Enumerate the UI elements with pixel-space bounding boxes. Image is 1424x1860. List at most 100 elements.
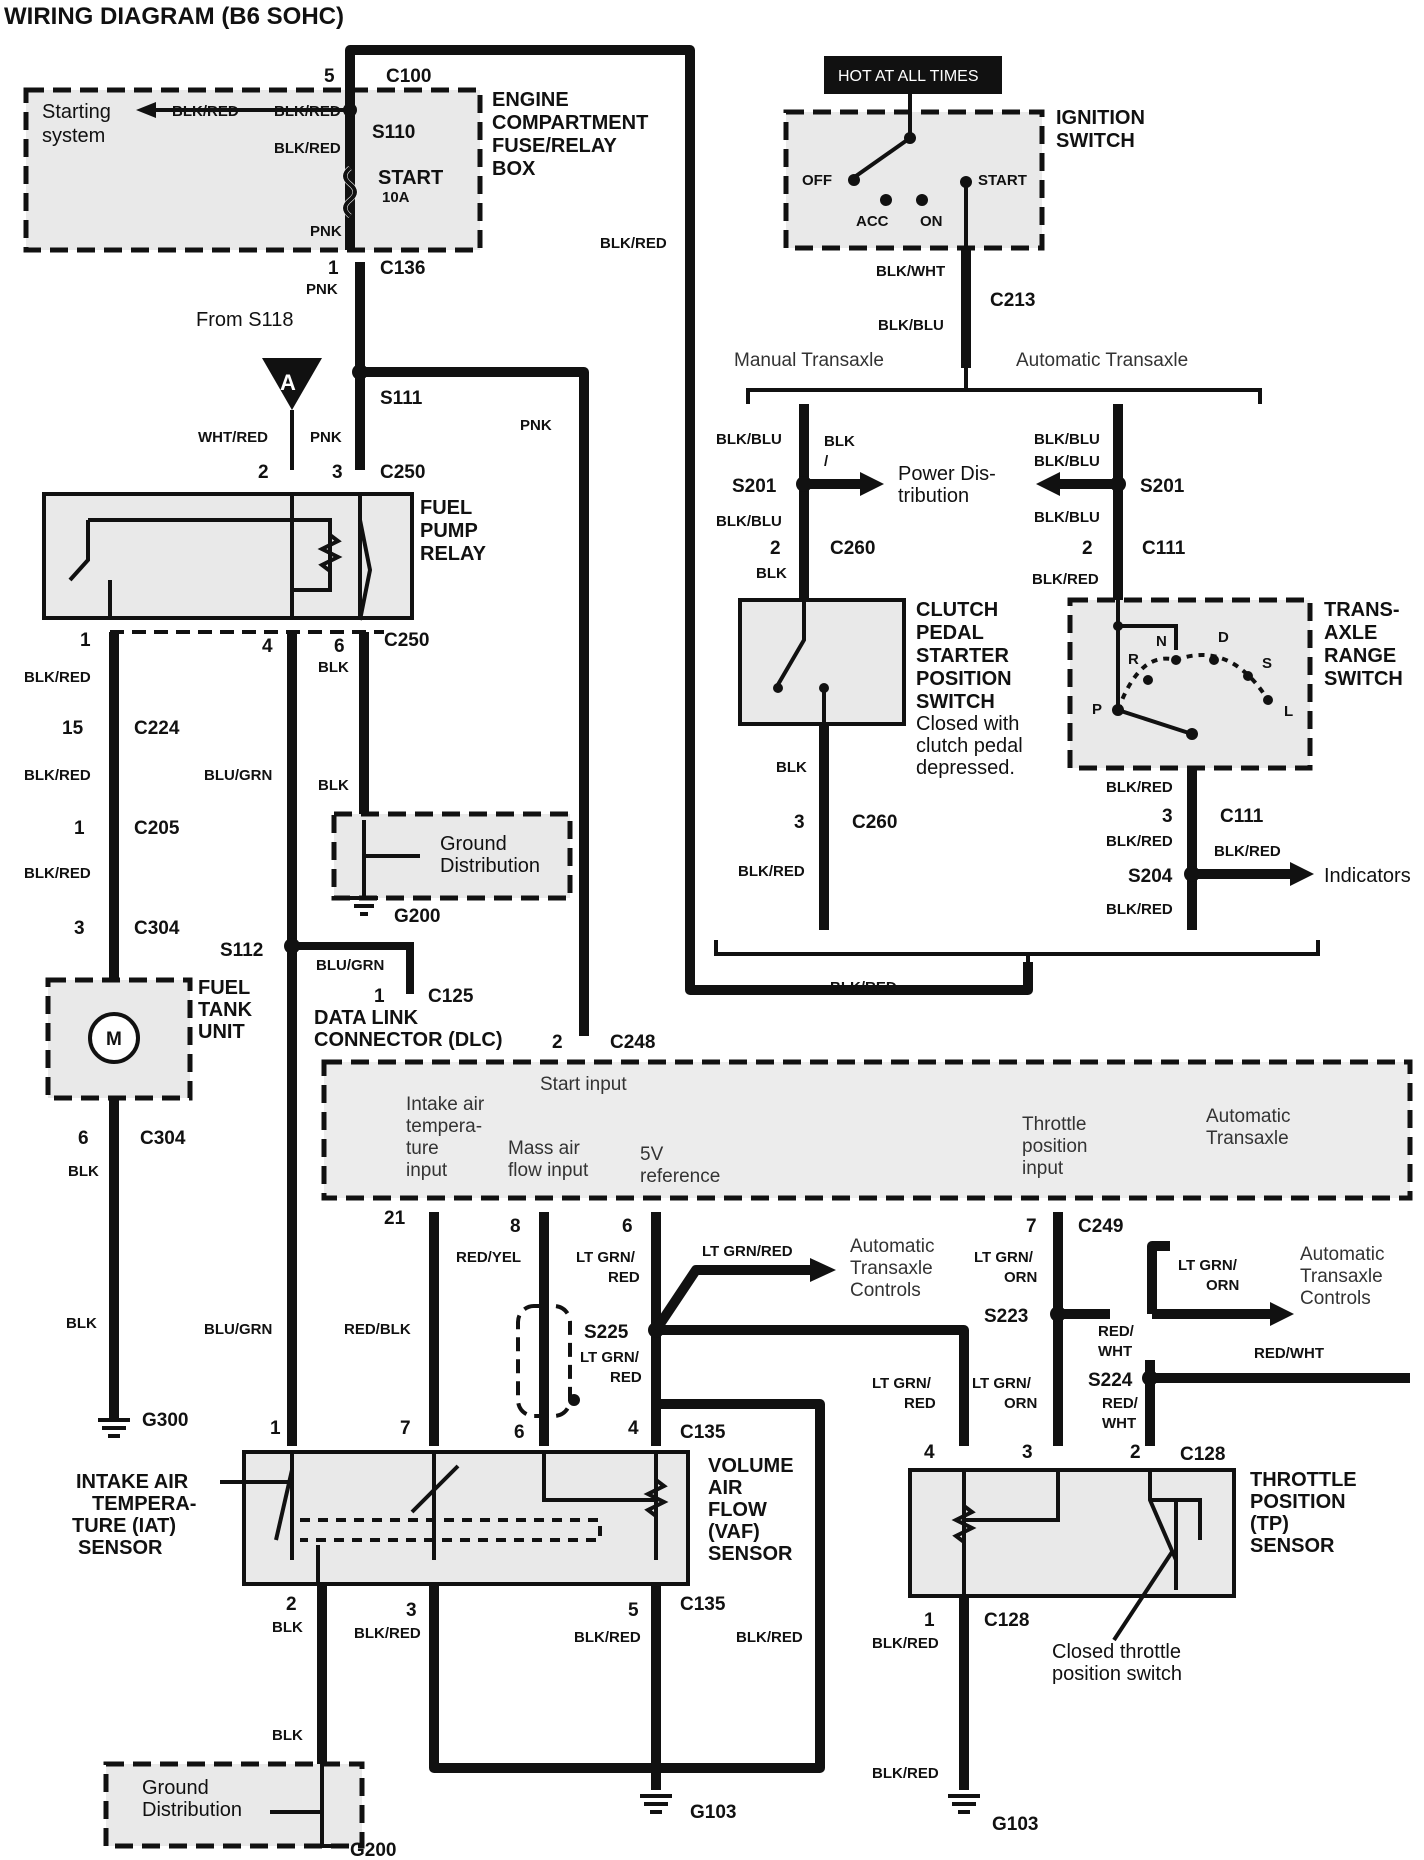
- wire-label-lt-grn: LT GRN/: [974, 1249, 1034, 1266]
- wire-label-blk-blu: BLK/BLU: [716, 431, 782, 448]
- wire-label-red: RED: [904, 1395, 936, 1412]
- range-terminal-out: [1186, 728, 1198, 740]
- tp-label-4: SENSOR: [1250, 1535, 1335, 1557]
- wire-label-blk-red: BLK/RED: [872, 1635, 939, 1652]
- ignition-contact: [854, 94, 912, 178]
- dlc-label: DATA LINK: [314, 1007, 419, 1029]
- wire-label-blk-red: BLK/RED: [600, 235, 667, 252]
- auto-controls-label-2: Transaxle: [850, 1258, 933, 1279]
- wire-label-lt-grn: LT GRN/: [972, 1375, 1032, 1392]
- ground-icon: [948, 1794, 980, 1814]
- clutch-switch-label-3: STARTER: [916, 645, 1010, 667]
- fuel-tank-label: FUEL: [198, 977, 250, 999]
- wire-label-blk: BLK: [318, 777, 349, 794]
- tp-label: THROTTLE: [1250, 1469, 1357, 1491]
- lt-grn-orn-auto-stub: [1147, 1241, 1170, 1314]
- ground-dist-wire: [362, 820, 420, 896]
- dlc-label-2: CONNECTOR (DLC): [314, 1029, 503, 1051]
- range-terminal-n: [1171, 655, 1181, 665]
- connector-c213: C213: [990, 290, 1035, 311]
- pin-label: 2: [770, 538, 781, 559]
- arrow-left-icon: [1036, 472, 1060, 496]
- pnk-c248-wire: [360, 367, 589, 1036]
- pin-label: 7: [1026, 1216, 1037, 1237]
- arrow-left-icon: [136, 102, 156, 118]
- pcm-auto-input: Automatic: [1206, 1106, 1290, 1127]
- automatic-transaxle-label: Automatic Transaxle: [1016, 350, 1188, 371]
- wire-label-blk-red: BLK/RED: [1106, 833, 1173, 850]
- connector-c100: C100: [386, 66, 431, 87]
- s201-label: S201: [1140, 476, 1185, 497]
- wire-label-lt-grn: LT GRN/: [576, 1249, 636, 1266]
- pin-label: 6: [622, 1216, 633, 1237]
- pcm-maf-input: Mass air: [508, 1138, 580, 1159]
- wire-label-blu-grn: BLU/GRN: [204, 1321, 272, 1338]
- pin-label: 1: [374, 986, 385, 1007]
- clutch-note-2: clutch pedal: [916, 735, 1023, 757]
- wire-label-blk-red: BLK/RED: [24, 669, 91, 686]
- connector-c205: C205: [134, 818, 180, 839]
- wire-label-blk: BLK: [776, 759, 807, 776]
- fuel-tank-label-2: TANK: [198, 999, 253, 1021]
- connector-c128: C128: [984, 1610, 1029, 1631]
- s111-label: S111: [380, 388, 423, 409]
- wire-label-blk: BLK: [68, 1163, 99, 1180]
- switch-off-label: OFF: [802, 172, 832, 189]
- fuel-pump-relay: FUEL PUMP RELAY: [42, 492, 487, 621]
- iat-label-3: TURE (IAT): [72, 1515, 176, 1537]
- wire-label-blk-red: BLK/RED: [274, 103, 341, 120]
- pcm-tp-input-3: input: [1022, 1158, 1064, 1179]
- wire-label-blk-red: BLK/RED: [274, 140, 341, 157]
- connector-c304: C304: [140, 1128, 186, 1149]
- pin-label: 8: [510, 1216, 521, 1237]
- manual-transaxle-label: Manual Transaxle: [734, 350, 884, 371]
- blk-red-vaf-ground-wire: [656, 1399, 825, 1773]
- connector-c249: C249: [1078, 1216, 1123, 1237]
- arrow-right-icon: [1290, 862, 1314, 886]
- wire-label-blk-red: BLK/RED: [1032, 571, 1099, 588]
- hot-at-all-times-label: HOT AT ALL TIMES: [838, 68, 979, 85]
- lt-grn-red-auto-wire: [651, 1265, 810, 1333]
- wire-label-blk-red: BLK/RED: [872, 1765, 939, 1782]
- pin-label: 3: [794, 812, 805, 833]
- wire-label-blk-red: BLK/RED: [172, 103, 239, 120]
- closed-throttle-label-2: position switch: [1052, 1663, 1182, 1685]
- pin-label: 4: [262, 636, 273, 657]
- wire-label-blk-wht: BLK/WHT: [876, 263, 945, 280]
- s201-label: S201: [732, 476, 777, 497]
- power-dist-label: Power Dis-: [898, 463, 996, 485]
- tp-label-3: (TP): [1250, 1513, 1289, 1535]
- s204-label: S204: [1128, 866, 1173, 887]
- wire-label-orn: ORN: [1004, 1269, 1037, 1286]
- splice-s110: [343, 103, 357, 117]
- ground-icon: [98, 1418, 130, 1438]
- range-switch-label: TRANS-: [1324, 599, 1400, 621]
- range-switch-label-2: AXLE: [1324, 622, 1377, 644]
- clutch-note-3: depressed.: [916, 757, 1015, 779]
- switch-off-terminal: [848, 174, 860, 186]
- connector-c128: C128: [1180, 1444, 1225, 1465]
- ignition-switch-label: IGNITION: [1056, 107, 1145, 129]
- arrow-right-icon: [810, 1258, 836, 1282]
- ground-g103: G103: [992, 1814, 1038, 1835]
- connector-c125: C125: [428, 986, 474, 1007]
- wire-label-blk-blu: BLK/BLU: [1034, 509, 1100, 526]
- pin-label: 2: [1082, 538, 1093, 559]
- wire-label-red: RED: [610, 1369, 642, 1386]
- connector-c224: C224: [134, 718, 180, 739]
- wire-label-blk-red: BLK/RED: [354, 1625, 421, 1642]
- range-terminal-s: [1243, 671, 1253, 681]
- gear-r-label: R: [1128, 651, 1139, 668]
- pcm-auto-input-2: Transaxle: [1206, 1128, 1289, 1149]
- pin-label: 7: [400, 1418, 411, 1439]
- wire-label-lt-grn-red: LT GRN/RED: [702, 1243, 793, 1260]
- pcm-iat-input-3: ture: [406, 1138, 439, 1159]
- wire-label-blk: BLK: [756, 565, 787, 582]
- transaxle-join-bracket: [714, 940, 1320, 966]
- fuse-box-label-4: BOX: [492, 158, 536, 180]
- pin-label: 21: [384, 1208, 406, 1229]
- range-switch-label-3: RANGE: [1324, 645, 1396, 667]
- s112-label: S112: [220, 940, 263, 961]
- shield-drain: [568, 1394, 580, 1406]
